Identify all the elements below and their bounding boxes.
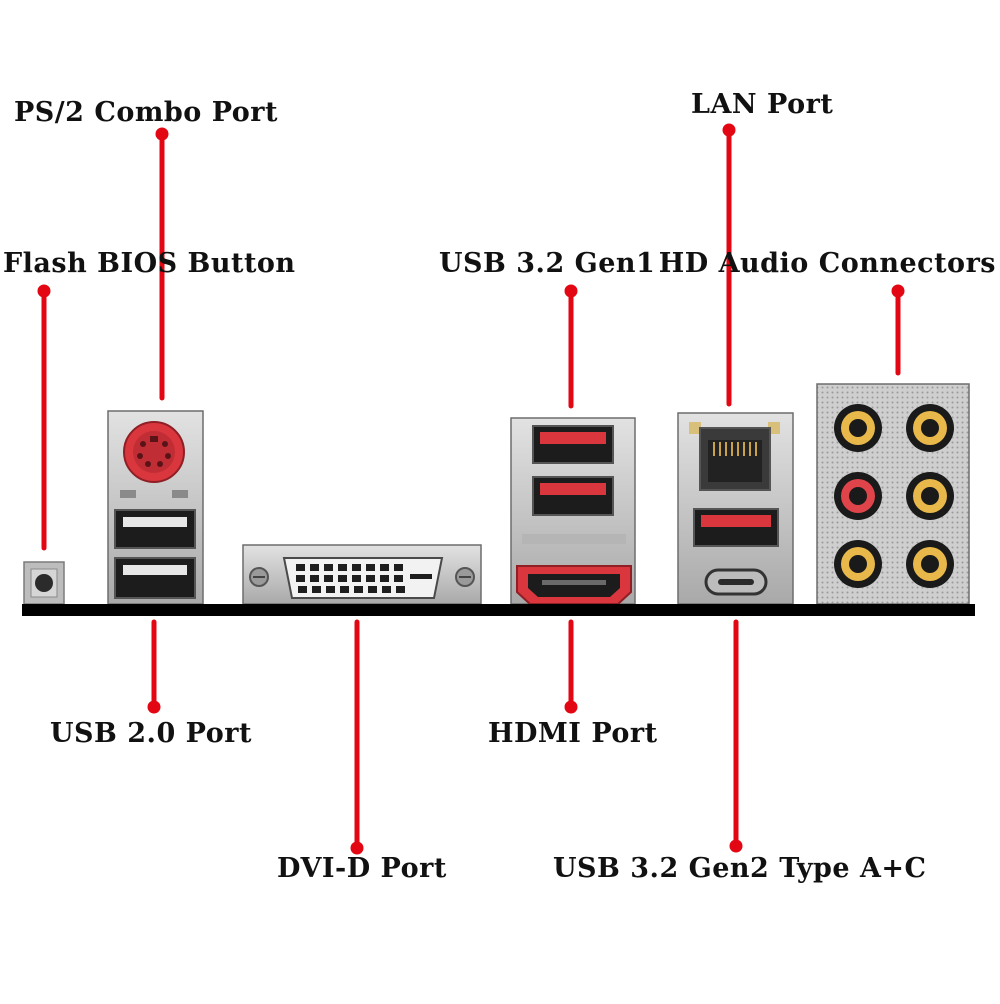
usb20-port-top xyxy=(114,509,196,549)
audio-jack xyxy=(906,540,954,588)
leader-lines xyxy=(37,123,905,855)
flash-bios-button xyxy=(23,561,65,605)
audio-jack xyxy=(906,472,954,520)
usb32gen1-port-bottom xyxy=(532,476,614,516)
leader-usb20-dot xyxy=(147,700,161,714)
label-lan-port: LAN Port xyxy=(691,89,834,120)
ps2-usb20-stack xyxy=(107,410,204,605)
hd-audio-panel xyxy=(816,383,970,605)
leader-usb32gen2-dot xyxy=(729,839,743,853)
leader-hdaudio-dot xyxy=(891,284,905,298)
lan-usb32gen2-stack xyxy=(677,412,794,605)
leader-usb32gen1-dot xyxy=(564,284,578,298)
leader-hdmi-dot xyxy=(564,700,578,714)
baseline-bar xyxy=(22,604,975,616)
audio-jack xyxy=(834,404,882,452)
leader-flash-dot xyxy=(37,284,51,298)
usb32gen2-typea-port xyxy=(693,508,779,547)
dvid-port xyxy=(242,544,482,605)
audio-jack xyxy=(834,540,882,588)
leader-lan-dot xyxy=(722,123,736,137)
audio-jack xyxy=(906,404,954,452)
usb32gen1-hdmi-stack xyxy=(510,417,636,605)
label-flash-bios-button: Flash BIOS Button xyxy=(3,248,296,279)
label-ps2-combo-port: PS/2 Combo Port xyxy=(14,97,278,128)
usb32gen1-port-top xyxy=(532,425,614,464)
label-hd-audio-connectors: HD Audio Connectors xyxy=(658,248,996,279)
usb20-port-bottom xyxy=(114,557,196,599)
label-dvid-port: DVI-D Port xyxy=(277,853,447,884)
leader-dvid-dot xyxy=(350,841,364,855)
label-usb32-gen2-type-ac: USB 3.2 Gen2 Type A+C xyxy=(553,853,927,884)
label-usb20-port: USB 2.0 Port xyxy=(50,718,252,749)
audio-jack xyxy=(834,472,882,520)
label-hdmi-port: HDMI Port xyxy=(488,718,658,749)
label-usb32-gen1: USB 3.2 Gen1 xyxy=(439,248,656,279)
leader-ps2-dot xyxy=(155,127,169,141)
